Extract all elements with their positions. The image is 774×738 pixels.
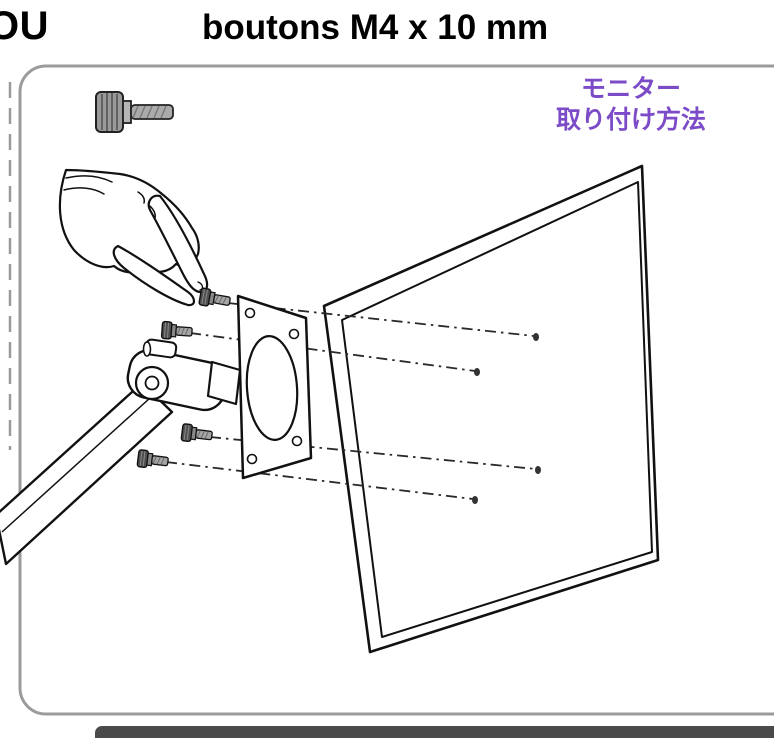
hand-illustration — [58, 168, 209, 307]
monitor-back-face — [341, 181, 653, 638]
plate-corner-hole — [246, 453, 258, 465]
vesa-hole-dots — [472, 333, 541, 504]
page-title: boutons M4 x 10 mm — [202, 8, 549, 47]
screw-icon — [180, 422, 214, 445]
caption-line-1: モニター — [580, 74, 681, 103]
monitor-arm-illustration — [0, 338, 242, 566]
vesa-hole-dot — [474, 368, 480, 376]
caption-line-2: 取り付け方法 — [555, 104, 706, 134]
plate-corner-hole — [288, 328, 300, 340]
header-left-fragment: OU — [0, 4, 49, 48]
plate-corner-hole — [244, 307, 256, 319]
plate-corner-hole — [291, 435, 303, 447]
arm-beam — [0, 381, 174, 566]
screw-icon — [160, 320, 194, 342]
plate-center-hole — [245, 334, 299, 442]
mounting-guide-line — [165, 461, 474, 500]
screw-icon — [198, 287, 232, 311]
thumb — [112, 244, 196, 307]
vesa-plate-illustration — [236, 294, 313, 480]
mounting-guide-line — [189, 332, 476, 372]
index-finger — [147, 194, 209, 294]
monitor-illustration — [322, 164, 660, 654]
vesa-hole-dot — [533, 333, 539, 341]
arm-joint-pin — [144, 375, 160, 391]
panel-border — [18, 64, 774, 716]
vesa-hole-dot — [535, 466, 541, 474]
arm-plate-connector — [206, 360, 242, 406]
bottom-bar — [95, 726, 774, 738]
thumbscrew-icon — [95, 91, 174, 133]
screw-icon — [136, 448, 170, 471]
monitor-install-caption: モニター 取り付け方法 — [528, 74, 734, 135]
vesa-hole-dot — [472, 496, 478, 504]
